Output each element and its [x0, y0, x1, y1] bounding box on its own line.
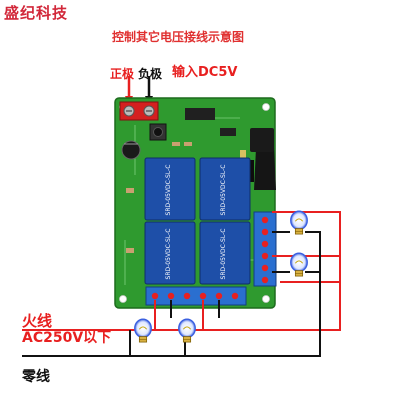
bottom-terminal-block — [145, 286, 247, 306]
bulb-4-icon — [178, 318, 196, 343]
bulb-2-icon — [290, 252, 308, 277]
capacitor — [121, 140, 141, 160]
relay-2-model: SRD-05VDC-SL-C — [220, 165, 227, 216]
relay-1: SRD-05VDC-SL-C — [144, 157, 196, 221]
dc-input-terminal — [119, 101, 159, 121]
negative-label: 负极 — [138, 67, 163, 81]
relay-1-model: SRD-05VDC-SL-C — [165, 165, 172, 216]
learn-button — [149, 123, 167, 141]
brand-name: 盛纪科技 — [4, 4, 69, 22]
diagram-title: 控制其它电压接线示意图 — [112, 30, 245, 44]
small-components — [126, 108, 246, 253]
relay-3-model: SRD-05VDC-SL-C — [165, 229, 172, 280]
live-wire-label: 火线 — [22, 312, 53, 330]
relay-4-model: SRD-05VDC-SL-C — [220, 229, 227, 280]
neutral-wire-label: 零线 — [22, 369, 50, 385]
right-terminal-block — [253, 211, 277, 287]
input-voltage-label: 输入DC5V — [172, 65, 238, 80]
voltage-limit-label: AC250V以下 — [22, 330, 112, 346]
bulb-3-icon — [134, 318, 152, 343]
bulb-1-icon — [290, 210, 308, 235]
relay-4: SRD-05VDC-SL-C — [199, 221, 251, 285]
relay-3: SRD-05VDC-SL-C — [144, 221, 196, 285]
relay-2: SRD-05VDC-SL-C — [199, 157, 251, 221]
